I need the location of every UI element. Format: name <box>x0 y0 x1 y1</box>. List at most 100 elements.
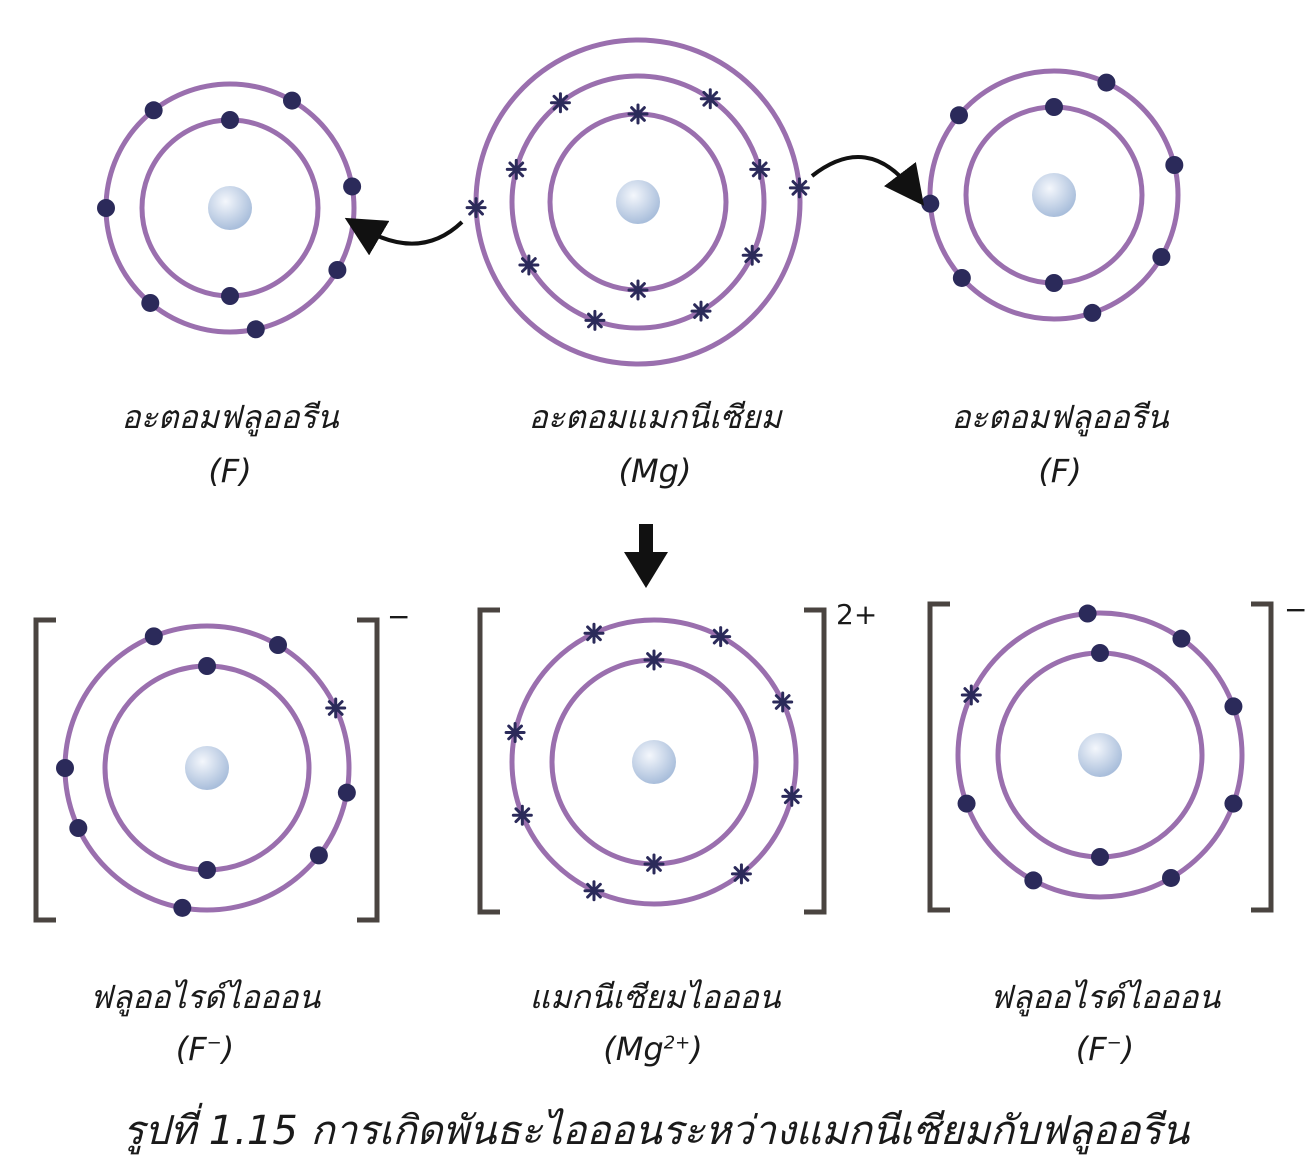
bracket-right <box>357 617 380 923</box>
electron-dot <box>198 861 216 879</box>
ion-name-magnesium: แมกนีเซียมไอออน <box>529 978 781 1016</box>
electron-cross <box>772 691 794 713</box>
electron-cross <box>504 721 526 743</box>
transfer-arrow-right <box>810 155 925 206</box>
ion-symbol-superscript: − <box>206 1032 222 1054</box>
electron-dot <box>957 794 976 813</box>
ion-symbol-base: (Mg <box>603 1030 664 1068</box>
bracket-magnesium <box>477 607 827 915</box>
electron-cross <box>699 88 721 110</box>
electron-dot <box>343 177 362 196</box>
reaction-arrow-down <box>624 524 668 588</box>
nucleus <box>632 740 676 784</box>
ion-symbol-magnesium: (Mg2+) <box>553 1030 753 1068</box>
electron-dot <box>144 101 163 120</box>
electron-dot <box>921 194 940 213</box>
electron-dot <box>198 657 216 675</box>
atom-symbol-magnesium: (Mg) <box>618 452 692 490</box>
electron-dot <box>283 91 301 110</box>
electron-dot <box>1172 629 1191 648</box>
atom-name-fluorine-left: อะตอมฟลูออรีน <box>121 398 339 436</box>
electron-dot <box>56 759 74 777</box>
nucleus <box>208 186 252 230</box>
electron-cross <box>749 158 771 180</box>
electron-dot <box>1224 697 1243 716</box>
nucleus <box>1032 173 1076 217</box>
ion-symbol-end: ) <box>690 1030 703 1068</box>
bracket-left <box>927 601 950 913</box>
electron-cross <box>505 158 527 180</box>
electron-cross <box>511 804 533 826</box>
bracket-left <box>477 607 500 915</box>
electron-dot <box>1165 156 1184 175</box>
electron-cross <box>788 177 810 199</box>
fluoride-ion-right <box>955 604 1245 900</box>
electron-cross <box>690 300 712 322</box>
electron-shell <box>955 610 1245 900</box>
charge-fluoride-left: − <box>387 600 410 633</box>
electron-dot <box>1152 248 1171 266</box>
ion-symbol-superscript: 2+ <box>663 1032 691 1054</box>
electron-cross <box>643 853 665 875</box>
electron-cross <box>710 626 732 648</box>
electron-cross <box>584 309 606 331</box>
electron-dot <box>328 261 347 279</box>
electron-dot <box>309 846 328 865</box>
electron-dot <box>221 111 239 129</box>
nucleus <box>1078 733 1122 777</box>
electron-dot <box>950 106 969 125</box>
electron-dot <box>337 783 356 802</box>
electron-dot <box>69 819 88 838</box>
magnesium-ion <box>504 617 803 907</box>
electron-cross <box>549 92 571 114</box>
electron-cross <box>730 863 752 885</box>
electron-dot <box>952 268 971 287</box>
nucleus <box>616 180 660 224</box>
electron-dot <box>1083 303 1102 322</box>
bracket-fluoride-left <box>33 617 380 923</box>
atom-symbol-fluorine-right: (F) <box>1038 452 1082 490</box>
electron-dot <box>269 636 287 655</box>
transfer-arrow-left <box>344 217 464 256</box>
ion-symbol-fluoride-left: (F−) <box>105 1030 305 1068</box>
charge-magnesium: 2+ <box>836 598 877 631</box>
electron-dot <box>1091 848 1109 866</box>
electron-cross <box>583 622 605 644</box>
electron-cross <box>518 254 540 276</box>
ion-symbol-end: ) <box>1121 1030 1135 1068</box>
electron-dot <box>1024 871 1043 890</box>
ion-name-fluoride-left: ฟลูออไรด์ไอออน <box>89 978 321 1016</box>
electron-cross <box>741 244 763 266</box>
electron-dot <box>1078 604 1097 623</box>
electron-cross <box>465 197 487 219</box>
electron-cross <box>583 880 605 902</box>
ion-symbol-base: (F <box>1075 1030 1107 1068</box>
fluorine-atom-left <box>97 81 362 339</box>
electron-dot <box>1097 73 1116 92</box>
electron-cross <box>781 785 803 807</box>
electron-dot <box>97 199 115 217</box>
electron-cross <box>627 103 649 125</box>
ion-symbol-base: (F <box>175 1030 207 1068</box>
magnesium-atom <box>465 37 810 367</box>
ion-symbol-fluoride-right: (F−) <box>1005 1030 1205 1068</box>
ion-symbol-superscript: − <box>1106 1032 1122 1054</box>
bracket-right <box>804 607 827 915</box>
fluorine-atom-right <box>921 68 1184 322</box>
electron-dot <box>1045 98 1063 116</box>
ion-name-fluoride-right: ฟลูออไรด์ไอออน <box>989 978 1221 1016</box>
electron-cross <box>960 684 982 706</box>
electron-dot <box>1045 274 1063 292</box>
atom-symbol-fluorine-left: (F) <box>208 452 252 490</box>
electron-dot <box>173 898 192 917</box>
atom-name-fluorine-right: อะตอมฟลูออรีน <box>951 398 1169 436</box>
electron-dot <box>144 627 163 646</box>
bracket-right <box>1251 601 1274 913</box>
electron-cross <box>627 279 649 301</box>
nucleus <box>185 746 229 790</box>
figure-caption: รูปที่ 1.15 การเกิดพันธะไอออนระหว่างแมกน… <box>122 1108 1190 1154</box>
bracket-left <box>33 617 56 923</box>
electron-shell <box>509 73 767 331</box>
electron-dot <box>141 293 160 312</box>
